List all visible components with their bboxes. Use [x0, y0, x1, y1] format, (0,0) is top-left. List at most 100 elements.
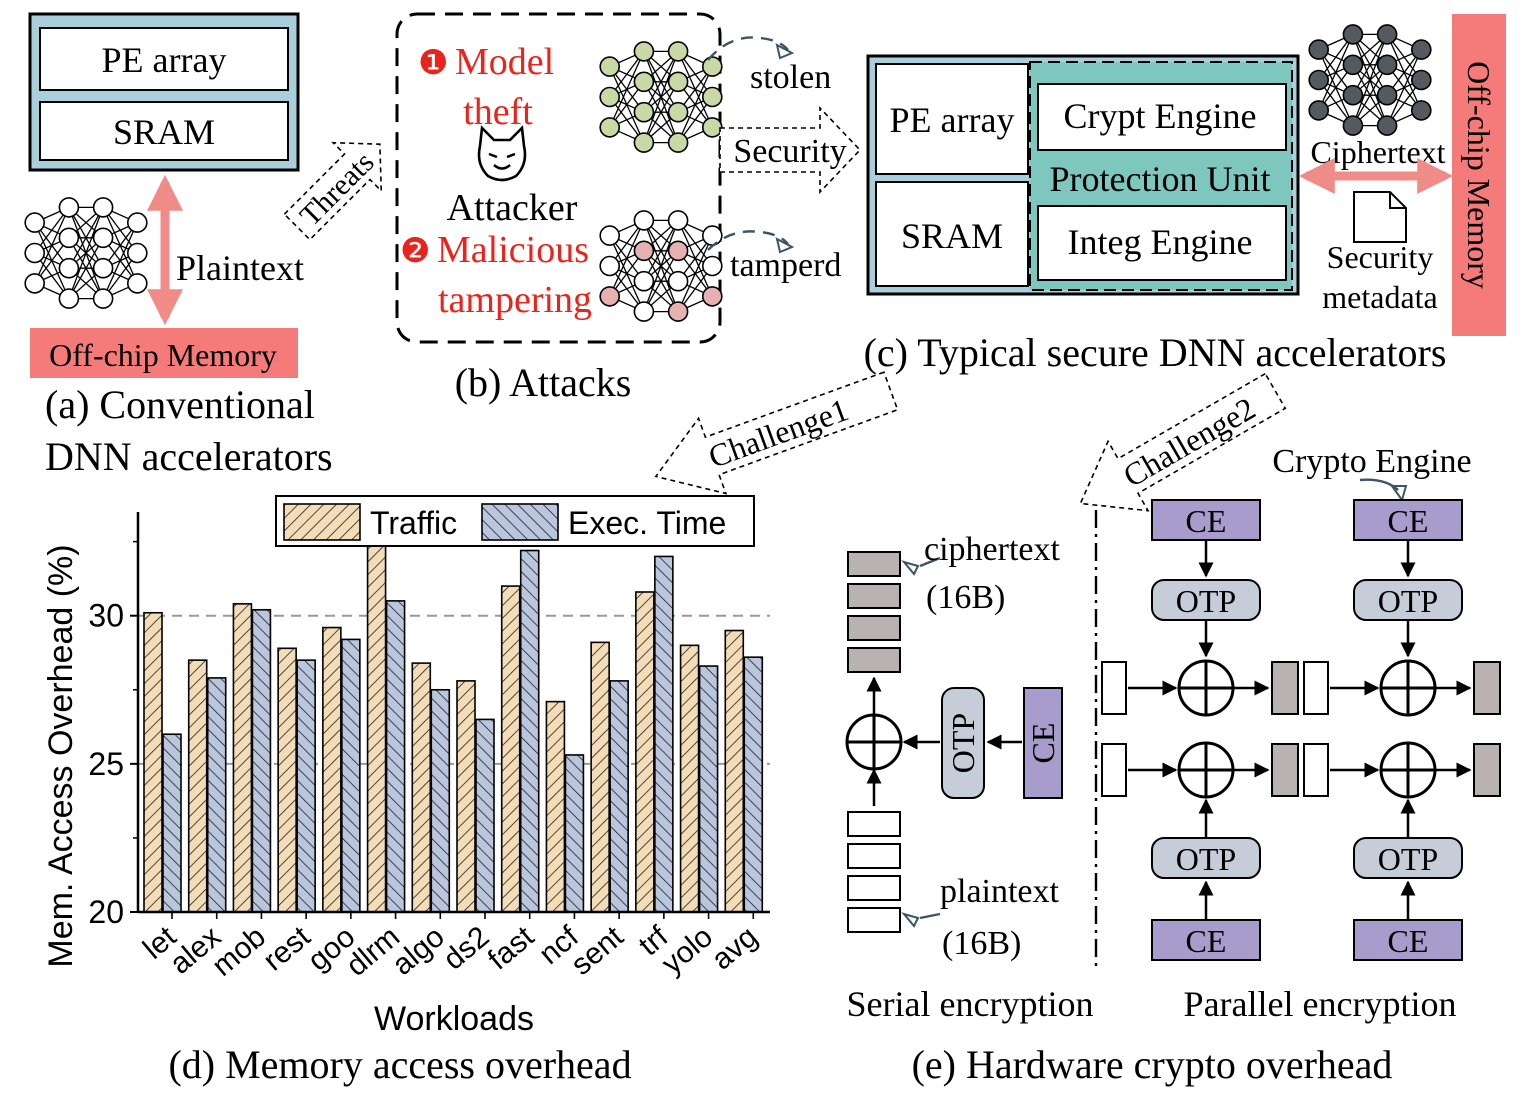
plaintext-label-e: plaintext	[940, 873, 1060, 910]
nn-edge	[643, 81, 679, 143]
pe-array-box	[39, 27, 289, 91]
caption-b: (b) Attacks	[455, 360, 632, 405]
serial-otp-box	[941, 687, 985, 799]
nn-node	[701, 86, 723, 108]
challenge1-label: Challenge1	[704, 391, 853, 475]
nn-node	[24, 212, 46, 233]
bar-exec-time	[698, 665, 719, 913]
nn-node	[127, 273, 148, 294]
nn-node	[599, 56, 621, 77]
stolen-pointer-head	[775, 43, 795, 60]
nn-node	[633, 240, 655, 262]
nn-edge	[643, 250, 679, 312]
nn-edge	[643, 51, 679, 113]
bar-traffic	[635, 591, 655, 913]
nn-node	[633, 210, 655, 231]
nn-node	[127, 212, 148, 233]
nn-node	[24, 273, 46, 294]
panel-c: PE array SRAM Crypt Engine Protection Un…	[864, 14, 1506, 375]
stolen-label: stolen	[750, 59, 831, 96]
bar-traffic	[411, 662, 432, 913]
x-tick-label: fast	[482, 920, 541, 977]
nn-node	[633, 41, 655, 62]
bar-exec-time	[206, 677, 227, 913]
nn-node	[633, 101, 655, 123]
ciphertext-block	[1473, 743, 1501, 797]
security-metadata-label-2: metadata	[1322, 279, 1437, 315]
bar-traffic	[500, 585, 521, 913]
nn-edge	[1386, 49, 1422, 126]
nn-edge	[643, 51, 679, 143]
bar-traffic	[277, 647, 297, 913]
ciphertext-stack	[847, 551, 901, 673]
otp-label: OTP	[1176, 583, 1236, 619]
nn-node	[701, 286, 723, 307]
ce-label: CE	[1388, 923, 1429, 959]
tamperd-label: tamperd	[730, 247, 841, 284]
bar-traffic	[545, 700, 566, 913]
nn-edge	[1352, 34, 1388, 96]
nn-node	[24, 242, 46, 264]
nn-edge	[643, 220, 679, 282]
bar-exec-time	[609, 680, 629, 913]
nn-edge	[609, 220, 645, 297]
nn-node	[92, 227, 114, 249]
parallel-encryption-label: Parallel encryption	[1184, 984, 1457, 1024]
tamperd-pointer	[707, 230, 789, 251]
nn-edge	[1318, 34, 1354, 111]
nn-node	[667, 270, 689, 292]
nn-node	[58, 288, 80, 309]
nn-node	[599, 255, 621, 277]
serial-encryption-label: Serial encryption	[847, 984, 1094, 1024]
pe-array-label-c: PE array	[890, 100, 1015, 140]
nn-node	[92, 257, 114, 279]
nn-edge	[643, 220, 679, 312]
plaintext-pointer-head	[901, 912, 920, 928]
ce-box	[1353, 919, 1463, 961]
challenge1-arrow: Challenge1	[654, 371, 899, 495]
sram-box-c	[875, 181, 1029, 287]
bar-traffic	[322, 626, 342, 913]
ciphertext-pointer-head	[901, 560, 920, 576]
crypto-engine-pointer-head	[1390, 485, 1408, 503]
caption-d: (d) Memory access overhead	[168, 1042, 631, 1087]
ce-box	[1151, 919, 1261, 961]
bar-exec-time	[430, 688, 451, 913]
nn-node	[667, 41, 689, 62]
serial-otp-label: OTP	[945, 713, 981, 773]
neural-network-icon	[24, 197, 148, 309]
panel-a: PE array SRAM Plaintext Off-chip Memory …	[24, 12, 333, 479]
x-tick-label: avg	[706, 920, 764, 976]
ce-label: CE	[1186, 923, 1227, 959]
nn-node	[1308, 100, 1329, 121]
legend-label-exec-time: Exec. Time	[568, 505, 726, 541]
nn-edge	[102, 222, 138, 299]
nn-node	[599, 225, 621, 246]
bar-exec-time	[341, 638, 361, 913]
panel-e: OTP CE ciphertext (16B) plaintext (16B) …	[845, 443, 1501, 1087]
otp-box	[1353, 579, 1463, 621]
nn-node	[667, 301, 689, 322]
crypt-engine-label: Crypt Engine	[1064, 96, 1257, 136]
nn-edge	[677, 66, 713, 143]
chart-bars	[143, 537, 764, 913]
legend-swatch-traffic	[283, 503, 361, 541]
nn-node	[92, 197, 114, 218]
crypt-engine-box	[1037, 83, 1287, 151]
otp-label: OTP	[1378, 583, 1438, 619]
model-theft-label-2: theft	[463, 91, 533, 133]
bar-exec-time	[475, 718, 495, 913]
bar-exec-time	[385, 600, 406, 913]
y-tick-label: 25	[88, 746, 124, 782]
otp-box	[1151, 579, 1261, 621]
y-tick-label: 30	[88, 598, 124, 634]
nn-edge	[1352, 64, 1388, 126]
otp-box	[1353, 837, 1463, 879]
nn-node	[667, 101, 689, 123]
tampered-model-icon	[599, 210, 723, 322]
nn-node	[701, 56, 723, 77]
legend-swatch-exec-time	[481, 503, 559, 541]
bar-exec-time	[162, 733, 182, 913]
serial-xor-icon	[845, 713, 903, 771]
